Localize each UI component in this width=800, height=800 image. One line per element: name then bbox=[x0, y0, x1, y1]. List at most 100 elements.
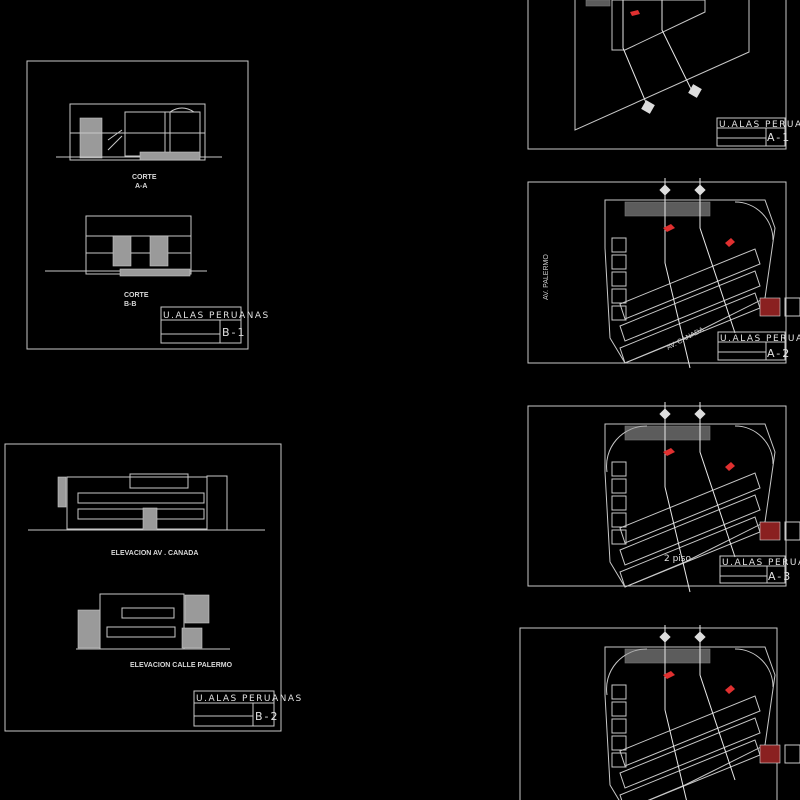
axis-marker bbox=[694, 408, 706, 420]
stair-arc-right bbox=[734, 201, 774, 241]
red-marker bbox=[663, 448, 675, 456]
sheet-a2[interactable]: AV. PALERMO AV. CANADA U.ALAS PERUANAS A… bbox=[527, 178, 800, 369]
wing-block bbox=[619, 717, 761, 789]
institution-name: U.ALAS PERUANAS bbox=[719, 120, 800, 130]
room bbox=[611, 254, 627, 270]
sheet-b2[interactable]: ELEVACION AV . CANADA ELEVACION CALLE PA… bbox=[4, 443, 303, 732]
axis-line bbox=[664, 402, 691, 593]
building-outline bbox=[604, 646, 776, 800]
title-block: U.ALAS PERUANAS B-1 bbox=[160, 306, 270, 344]
site-boundary bbox=[574, 0, 750, 131]
axis-line bbox=[699, 625, 736, 781]
red-marker bbox=[663, 224, 675, 232]
title-block: U.ALAS PERUANAS B-2 bbox=[193, 690, 301, 727]
stair-arc-right bbox=[734, 425, 774, 465]
axis-line bbox=[699, 402, 736, 558]
building-outline bbox=[611, 0, 706, 51]
axis-line bbox=[661, 0, 695, 96]
axis-marker bbox=[694, 184, 706, 196]
stair-band bbox=[624, 425, 711, 441]
floor-plan-a1 bbox=[585, 0, 706, 114]
sheet-b1[interactable]: CORTE A-A CORTE B-B U.ALAS PERUANAS B-1 bbox=[26, 60, 270, 350]
institution-name: U.ALAS PERUANAS bbox=[163, 311, 270, 321]
room bbox=[611, 271, 627, 287]
sheet-border bbox=[527, 181, 787, 364]
title-block: U.ALAS PERUANAS A-3 bbox=[719, 555, 800, 584]
sheet-border bbox=[527, 405, 787, 587]
room bbox=[611, 495, 627, 511]
red-marker bbox=[725, 238, 735, 247]
wing-block bbox=[619, 494, 761, 566]
axis-marker bbox=[659, 184, 671, 196]
axis-line bbox=[664, 625, 687, 800]
red-marker bbox=[725, 685, 735, 694]
axis-line bbox=[622, 0, 651, 113]
institution-name: U.ALAS PERUANAS bbox=[720, 334, 800, 344]
sheet-a4[interactable] bbox=[519, 625, 800, 800]
stair-band bbox=[624, 648, 711, 664]
room bbox=[611, 478, 627, 494]
wing-block bbox=[619, 270, 761, 342]
section-b-b-drawing bbox=[45, 215, 207, 277]
legend-block bbox=[759, 297, 781, 317]
elevation-av-canada-drawing bbox=[28, 473, 265, 531]
building-outline bbox=[604, 199, 776, 364]
sheet-number: A-3 bbox=[768, 570, 792, 583]
sheet-a1[interactable]: U.ALAS PERUANAS A-1 bbox=[527, 0, 800, 150]
floor-label: 2 piso bbox=[664, 554, 691, 564]
red-marker bbox=[630, 10, 640, 16]
axis-marker bbox=[694, 631, 706, 643]
stair-band bbox=[624, 201, 711, 217]
room bbox=[611, 288, 627, 304]
building-outline bbox=[604, 423, 776, 588]
room bbox=[611, 237, 627, 253]
sheet-border bbox=[4, 443, 282, 732]
room bbox=[611, 752, 627, 768]
sheet-number: A-1 bbox=[767, 131, 791, 144]
room bbox=[611, 684, 627, 700]
legend-block bbox=[759, 521, 781, 541]
room bbox=[611, 701, 627, 717]
stair-arc-right bbox=[734, 648, 774, 688]
floor-plan-a4 bbox=[604, 625, 800, 800]
wing-block bbox=[619, 472, 761, 544]
legend-block bbox=[784, 521, 800, 541]
wing-block bbox=[619, 739, 761, 800]
floor-plan-a3 bbox=[604, 402, 800, 593]
section-a-a-sub: A-A bbox=[135, 183, 147, 190]
red-marker bbox=[663, 671, 675, 679]
elevation-calle-palermo-title: ELEVACION CALLE PALERMO bbox=[130, 662, 233, 669]
institution-name: U.ALAS PERUANAS bbox=[722, 558, 800, 568]
sheet-number: B-1 bbox=[222, 326, 247, 339]
room bbox=[611, 512, 627, 528]
section-a-a-title: CORTE bbox=[132, 174, 157, 181]
axis-line bbox=[699, 178, 736, 334]
room bbox=[611, 718, 627, 734]
sheet-a3[interactable]: 2 piso U.ALAS PERUANAS A-3 bbox=[527, 402, 800, 593]
axis-marker bbox=[659, 408, 671, 420]
title-block: U.ALAS PERUANAS A-2 bbox=[717, 331, 800, 361]
red-marker bbox=[725, 462, 735, 471]
title-block: U.ALAS PERUANAS A-1 bbox=[716, 117, 800, 147]
sheet-border bbox=[26, 60, 249, 350]
street-label-palermo: AV. PALERMO bbox=[543, 254, 550, 300]
sheet-border bbox=[519, 627, 778, 800]
stair-band bbox=[585, 0, 611, 7]
axis-marker bbox=[688, 84, 702, 98]
wing-block bbox=[619, 695, 761, 767]
room bbox=[611, 305, 627, 321]
section-a-a-drawing bbox=[56, 103, 222, 161]
axis-line bbox=[664, 178, 691, 369]
axis-marker bbox=[659, 631, 671, 643]
sheet-number: A-2 bbox=[767, 347, 791, 360]
room bbox=[611, 735, 627, 751]
wing-block bbox=[619, 248, 761, 320]
legend-block bbox=[784, 297, 800, 317]
elevation-calle-palermo-drawing bbox=[76, 593, 230, 650]
room bbox=[611, 461, 627, 477]
axis-marker bbox=[641, 100, 655, 114]
section-b-b-title: CORTE bbox=[124, 292, 149, 299]
floor-plan-a2 bbox=[604, 178, 800, 369]
sheet-border bbox=[527, 0, 787, 150]
